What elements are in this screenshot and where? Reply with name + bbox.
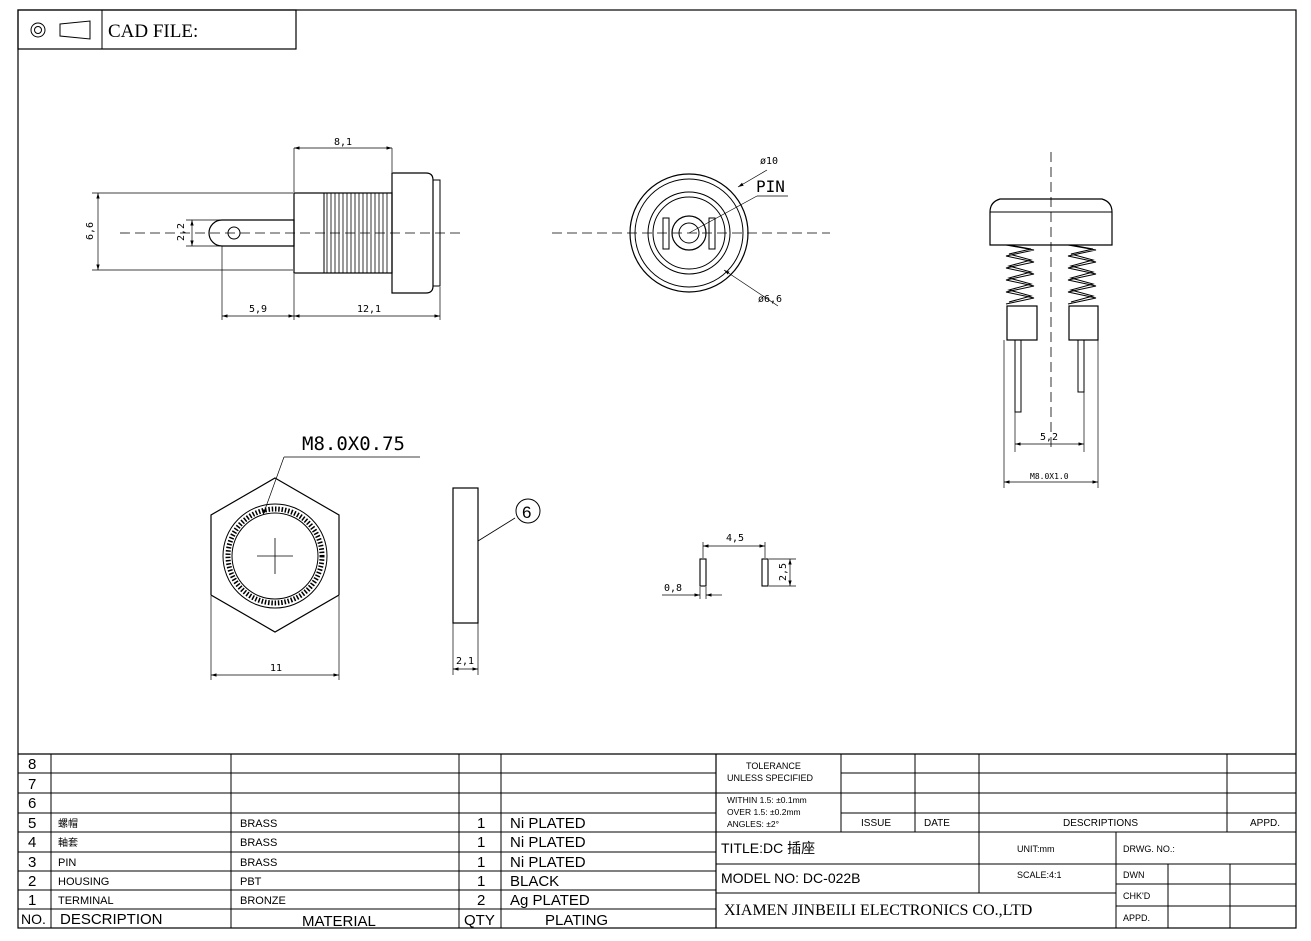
bom-qty: 1 bbox=[477, 834, 485, 851]
title-block-text: TOLERANCE UNLESS SPECIFIED WITHIN 1.5: ±… bbox=[721, 761, 1280, 923]
label-m8x075: M8.0X0.75 bbox=[302, 433, 405, 455]
chkd-label: CHK'D bbox=[1123, 891, 1151, 901]
bom-desc: HOUSING bbox=[58, 876, 109, 888]
angles-tolerance: ANGLES: ±2° bbox=[727, 819, 779, 829]
cad-header: CAD FILE: bbox=[17, 9, 297, 50]
dim-6-6-side: 6,6 bbox=[85, 222, 96, 240]
bom-header-desc: DESCRIPTION bbox=[60, 911, 163, 928]
bom-row: 8 bbox=[28, 756, 36, 773]
label-pin: PIN bbox=[756, 177, 785, 196]
pin-layout bbox=[662, 542, 796, 599]
bom-material: BRONZE bbox=[240, 895, 286, 907]
bom-desc: PIN bbox=[58, 857, 76, 869]
scale-label: SCALE:4:1 bbox=[1017, 870, 1062, 880]
appd-label: APPD. bbox=[1250, 818, 1280, 829]
bom-no: 7 bbox=[28, 776, 36, 793]
right-spring bbox=[1067, 244, 1097, 305]
drwg-no-label: DRWG. NO.: bbox=[1123, 844, 1175, 854]
front-view bbox=[552, 169, 830, 307]
bom-material: BRASS bbox=[240, 857, 277, 869]
issue-label: ISSUE bbox=[861, 818, 891, 829]
appd2-label: APPD. bbox=[1123, 913, 1150, 923]
bom-desc: 軸套 bbox=[58, 836, 78, 849]
bom-qty: 2 bbox=[477, 892, 485, 909]
bom-material: BRASS bbox=[240, 818, 277, 830]
bom-qty: 1 bbox=[477, 854, 485, 871]
unit-label: UNIT:mm bbox=[1017, 844, 1055, 854]
cad-file-label: CAD FILE: bbox=[108, 21, 198, 42]
pin-view bbox=[989, 152, 1113, 488]
bom-header-no: NO. bbox=[21, 911, 46, 927]
bom-plating: Ag PLATED bbox=[510, 892, 590, 909]
bom-row: 7 bbox=[28, 776, 36, 793]
bom-no: 6 bbox=[28, 795, 36, 812]
bom-plating: BLACK bbox=[510, 873, 559, 890]
company-name: XIAMEN JINBEILI ELECTRONICS CO.,LTD bbox=[724, 902, 1032, 919]
bom-plating: Ni PLATED bbox=[510, 815, 586, 832]
bom-qty: 1 bbox=[477, 815, 485, 832]
bom-row: 3 PIN BRASS 1 Ni PLATED bbox=[28, 854, 586, 871]
balloon-6: 6 bbox=[522, 503, 531, 522]
bom-row: 6 bbox=[28, 795, 36, 812]
dim-8-1: 8,1 bbox=[334, 137, 352, 148]
bom-row: 4 軸套 BRASS 1 Ni PLATED bbox=[28, 834, 586, 851]
bom-row: 2 HOUSING PBT 1 BLACK bbox=[28, 873, 559, 890]
bom-desc: 螺帽 bbox=[58, 817, 78, 830]
bom-rows: 8 7 6 5 螺帽 BRASS 1 Ni PLATED 4 軸套 BRASS … bbox=[21, 756, 608, 930]
date-label: DATE bbox=[924, 818, 950, 829]
dim-0-8: 0,8 bbox=[664, 583, 682, 594]
dim-12-1: 12,1 bbox=[357, 304, 381, 315]
projection-symbol-icon bbox=[30, 20, 91, 40]
bom-no: 5 bbox=[28, 815, 36, 832]
bom-no: 8 bbox=[28, 756, 36, 773]
within-tolerance: WITHIN 1.5: ±0.1mm bbox=[727, 795, 807, 805]
bom-no: 1 bbox=[28, 892, 36, 909]
dim-m8x1: M8.0X1.0 bbox=[1030, 472, 1069, 481]
bom-plating: Ni PLATED bbox=[510, 834, 586, 851]
tolerance-label: TOLERANCE bbox=[746, 761, 801, 771]
bom-no: 2 bbox=[28, 873, 36, 890]
bom-row: 1 TERMINAL BRONZE 2 Ag PLATED bbox=[28, 892, 590, 909]
dim-5-2: 5,2 bbox=[1040, 432, 1058, 443]
bom-header-plating: PLATING bbox=[545, 912, 608, 929]
dim-2-5: 2,5 bbox=[778, 563, 789, 581]
side-view bbox=[92, 146, 462, 320]
descriptions-label: DESCRIPTIONS bbox=[1063, 818, 1138, 829]
bom-material: PBT bbox=[240, 876, 262, 888]
unless-specified-label: UNLESS SPECIFIED bbox=[727, 773, 814, 783]
left-spring bbox=[1005, 244, 1035, 305]
dim-5-9: 5,9 bbox=[249, 304, 267, 315]
over-tolerance: OVER 1.5: ±0.2mm bbox=[727, 807, 801, 817]
dim-2-1: 2,1 bbox=[456, 656, 474, 667]
hex-nut-view bbox=[210, 456, 541, 680]
title-block bbox=[716, 753, 1296, 928]
sheet-border bbox=[17, 9, 1297, 929]
thread-lines bbox=[326, 193, 388, 273]
dim-phi10: ø10 bbox=[760, 156, 778, 167]
bom-row: 5 螺帽 BRASS 1 Ni PLATED bbox=[28, 815, 586, 832]
bom-no: 3 bbox=[28, 854, 36, 871]
dim-4-5: 4,5 bbox=[726, 533, 744, 544]
bom-qty: 1 bbox=[477, 873, 485, 890]
bom-header-qty: QTY bbox=[464, 912, 495, 929]
bom-plating: Ni PLATED bbox=[510, 854, 586, 871]
bom-header-material: MATERIAL bbox=[302, 913, 376, 930]
bom-desc: TERMINAL bbox=[58, 895, 114, 907]
bom-material: BRASS bbox=[240, 837, 277, 849]
drawing-title: TITLE:DC 插座 bbox=[721, 840, 815, 856]
dim-phi6-6: ø6,6 bbox=[758, 294, 782, 305]
bom-no: 4 bbox=[28, 834, 36, 851]
dim-2-2: 2,2 bbox=[176, 223, 187, 241]
model-number: MODEL NO: DC-022B bbox=[721, 870, 861, 886]
bom-header-row: NO. DESCRIPTION MATERIAL QTY PLATING bbox=[21, 911, 608, 930]
bom-table bbox=[18, 753, 717, 928]
dwn-label: DWN bbox=[1123, 870, 1145, 880]
dim-11: 11 bbox=[270, 663, 282, 674]
